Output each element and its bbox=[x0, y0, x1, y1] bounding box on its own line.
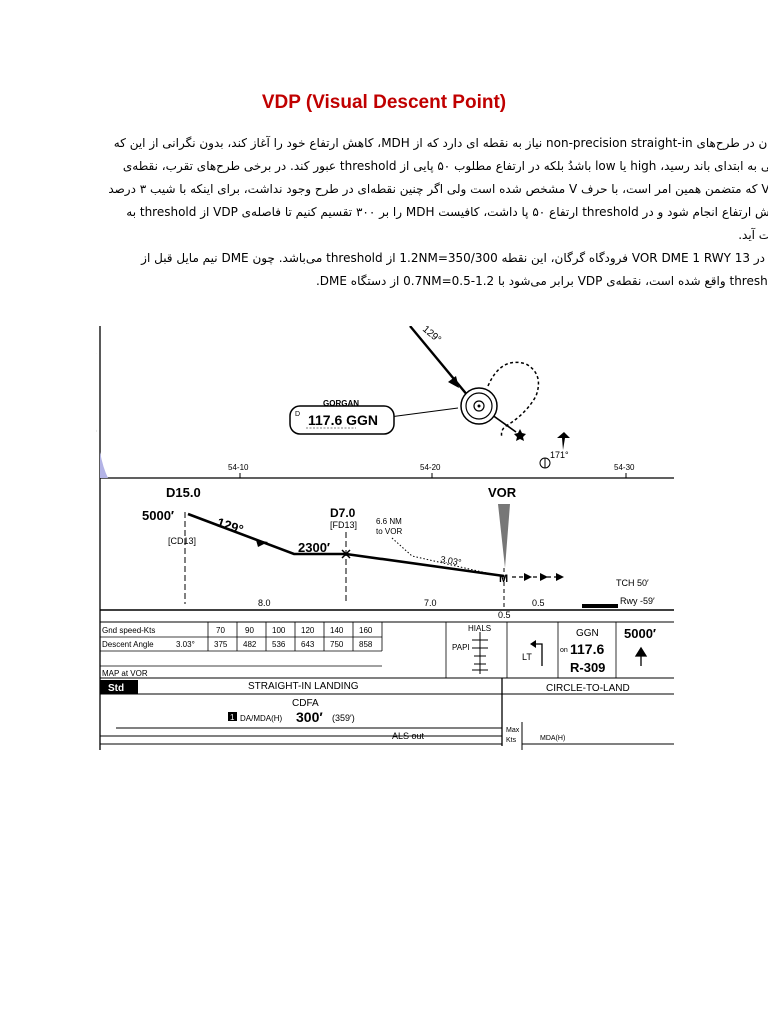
rate-cell: 536 bbox=[272, 640, 286, 649]
vor-symbol-icon bbox=[460, 387, 498, 425]
vor-label: VOR bbox=[488, 485, 517, 500]
approach-chart: 2 0 129° GORGAN D 117.6 GGN 171° bbox=[96, 326, 674, 750]
descent-path bbox=[187, 512, 505, 578]
on-label: on bbox=[560, 647, 568, 654]
left-mark: 2 bbox=[96, 347, 97, 356]
row-label: Gnd speed-Kts bbox=[102, 626, 155, 635]
body-text: خلبان در طرح‌های non-precision straight-… bbox=[96, 132, 768, 293]
plan-view: 2 0 129° GORGAN D 117.6 GGN 171° bbox=[96, 326, 674, 479]
fix2-name: D7.0 bbox=[330, 506, 356, 520]
fix2-altitude: 2300′ bbox=[298, 540, 330, 555]
left-turn-arrow-icon bbox=[534, 643, 543, 666]
course-label: 129° bbox=[215, 515, 245, 538]
rate-cell: 750 bbox=[330, 640, 344, 649]
fix1-altitude: 5000′ bbox=[142, 508, 174, 523]
distance-label: 7.0 bbox=[424, 598, 437, 608]
vor-spike bbox=[498, 504, 510, 568]
distance-label: 0.5 bbox=[498, 610, 511, 620]
tch-label: TCH 50′ bbox=[616, 578, 649, 588]
circle-label: CIRCLE-TO-LAND bbox=[546, 683, 630, 694]
paragraph: مثلا در VOR DME 1 RWY 13 فرودگاه گرگان، … bbox=[141, 251, 768, 288]
speed-cell: 90 bbox=[245, 626, 254, 635]
rate-cell: 375 bbox=[214, 640, 228, 649]
navaid-box bbox=[289, 405, 395, 435]
rate-cell: 858 bbox=[359, 640, 373, 649]
mda-label: MDA(H) bbox=[540, 735, 565, 742]
bearing-arrow bbox=[557, 432, 570, 450]
straight-in-label: STRAIGHT-IN LANDING bbox=[248, 681, 359, 692]
speed-cell: 140 bbox=[330, 626, 344, 635]
turn-label: LT bbox=[522, 652, 532, 662]
speed-cell: 70 bbox=[216, 626, 225, 635]
std-label: Std bbox=[108, 683, 124, 694]
lon-label: 54-10 bbox=[228, 463, 249, 472]
speed-cell: 120 bbox=[301, 626, 315, 635]
max-label: Max bbox=[506, 727, 520, 734]
lon-label: 54-30 bbox=[614, 463, 635, 472]
fix1-code: [CD13] bbox=[168, 536, 196, 546]
fix1-name: D15.0 bbox=[166, 485, 201, 500]
da-label: DA/MDA(H) bbox=[240, 714, 283, 723]
paragraph: خلبان در طرح‌های non-precision straight-… bbox=[108, 136, 768, 242]
hials-label: HIALS bbox=[468, 624, 491, 633]
star-mark bbox=[514, 429, 526, 441]
papi-label: PAPI bbox=[452, 643, 470, 652]
terrain-shade bbox=[100, 452, 108, 478]
dist-note: to VOR bbox=[376, 527, 402, 536]
page-title: VDP (Visual Descent Point) bbox=[261, 92, 507, 113]
ma-frequency: 117.6 bbox=[570, 641, 604, 657]
rate-cell: 643 bbox=[301, 640, 315, 649]
speed-cell: 160 bbox=[359, 626, 373, 635]
profile-view: D15.0 5000′ [CD13] D7.0 [FD13] 2300′ 129… bbox=[99, 478, 674, 620]
distance-label: 0.5 bbox=[532, 598, 545, 608]
da-number: 1 bbox=[230, 713, 235, 722]
climb-arrow-icon bbox=[634, 646, 648, 666]
navaid-name: GORGAN bbox=[323, 399, 359, 408]
bearing-label: 171° bbox=[550, 450, 569, 460]
angle-value: 3.03° bbox=[176, 640, 195, 649]
navaid-frequency: 117.6 GGN bbox=[308, 412, 378, 428]
speed-cell: 100 bbox=[272, 626, 286, 635]
navaid-box-prefix: D bbox=[295, 411, 300, 418]
map-marker: M bbox=[499, 573, 508, 585]
cdfa-label: CDFA bbox=[292, 698, 319, 709]
airport-icon bbox=[539, 457, 551, 469]
std-box bbox=[100, 680, 138, 694]
ggn-label: GGN bbox=[576, 628, 599, 639]
approach-lights-icon bbox=[472, 632, 488, 674]
minimums: Std STRAIGHT-IN LANDING CIRCLE-TO-LAND C… bbox=[100, 678, 674, 750]
course-arrow bbox=[448, 376, 459, 388]
rate-cell: 482 bbox=[243, 640, 257, 649]
als-out-label: ALS out bbox=[392, 731, 425, 741]
ma-altitude: 5000′ bbox=[624, 626, 656, 641]
segment-arrow bbox=[256, 540, 268, 547]
glide-angle: 3.03° bbox=[440, 554, 463, 568]
map-note: MAP at VOR bbox=[102, 669, 148, 678]
fix2-code: [FD13] bbox=[330, 520, 357, 530]
distance-label: 8.0 bbox=[258, 598, 271, 608]
row-label: Descent Angle bbox=[102, 640, 154, 649]
ma-radial: R-309 bbox=[570, 660, 605, 675]
left-mark: 0 bbox=[96, 427, 97, 436]
rwy-label: Rwy -59′ bbox=[620, 596, 655, 606]
da-height: (359′) bbox=[332, 713, 355, 723]
dist-note: 6.6 NM bbox=[376, 517, 402, 526]
missed-approach-arrows bbox=[512, 573, 564, 581]
holding-pattern bbox=[487, 361, 540, 439]
longitude-ticks: 54-10 54-20 54-30 bbox=[228, 463, 635, 478]
descent-table: Gnd speed-Kts Descent Angle 3.03° 70 90 … bbox=[99, 610, 674, 750]
kts-label: Kts bbox=[506, 737, 517, 744]
da-value: 300′ bbox=[296, 709, 323, 725]
lon-label: 54-20 bbox=[420, 463, 441, 472]
